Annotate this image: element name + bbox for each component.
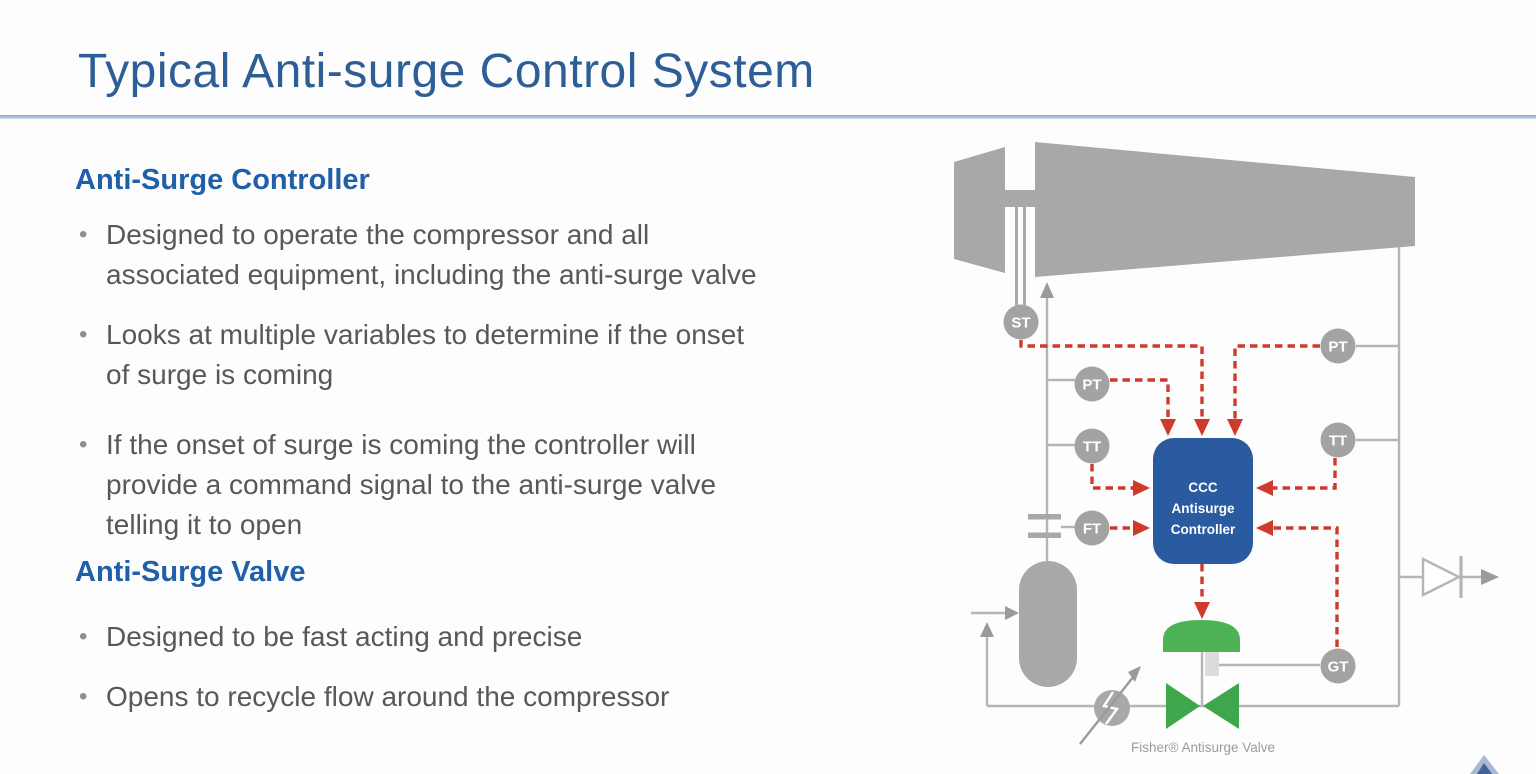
sensor-tt-discharge-label: TT — [1329, 433, 1347, 450]
antisurge-valve — [1163, 620, 1240, 729]
controller-label-line1: CCC — [1188, 480, 1217, 495]
slide-title: Typical Anti-surge Control System — [78, 45, 815, 98]
sensor-st-label: ST — [1011, 315, 1030, 332]
controller-label-line2: Antisurge — [1171, 501, 1234, 516]
logo-fragment — [1470, 755, 1499, 774]
st-signal — [1019, 340, 1204, 419]
valve-body-right — [1203, 683, 1239, 729]
section-heading-valve: Anti-Surge Valve — [75, 556, 306, 588]
outlet-arrow — [1481, 569, 1499, 585]
gt-signal — [1273, 526, 1339, 647]
valve-actuator-dome — [1163, 620, 1240, 652]
valve-positioner — [1205, 652, 1219, 676]
controller-label-line3: Controller — [1171, 522, 1236, 537]
bullet-valve-1: Designed to be fast acting and precise — [75, 617, 835, 657]
sensor-pt-discharge-label: PT — [1328, 339, 1347, 356]
tt-discharge-signal — [1273, 458, 1337, 490]
coupling-shape — [1005, 190, 1035, 207]
pt-discharge-signal — [1233, 344, 1320, 419]
check-valve — [1421, 556, 1463, 598]
bullet-controller-1: Designed to operate the compressor and a… — [75, 215, 835, 295]
recycle-up-arrow — [980, 622, 994, 637]
sensor-tt-suction-label: TT — [1083, 439, 1101, 456]
section-heading-controller: Anti-Surge Controller — [75, 164, 370, 196]
sensor-pt-suction-label: PT — [1082, 377, 1101, 394]
pt-suction-signal — [1110, 378, 1170, 419]
suction-drum — [1019, 561, 1077, 687]
compressor-shape — [1035, 142, 1415, 277]
sensor-gt-label: GT — [1328, 659, 1349, 676]
suction-up-arrow — [1040, 282, 1054, 298]
sensor-ft-label: FT — [1083, 521, 1101, 538]
title-divider — [0, 115, 1536, 119]
sensor-tt-suction: TT — [1074, 428, 1110, 464]
sensors: ST PT TT FT PT TT — [1003, 304, 1356, 684]
sensor-pt-discharge: PT — [1320, 328, 1356, 364]
valve-body-left — [1166, 683, 1200, 729]
tt-suction-signal — [1090, 464, 1133, 490]
sensor-gt: GT — [1320, 648, 1356, 684]
bullet-controller-2: Looks at multiple variables to determine… — [75, 315, 835, 395]
bullet-valve-2: Opens to recycle flow around the compres… — [75, 677, 835, 717]
bullet-controller-3: If the onset of surge is coming the cont… — [75, 425, 835, 545]
signal-arrowheads — [1133, 419, 1273, 619]
recycle-instrument — [1079, 666, 1141, 745]
compressor-train — [954, 142, 1415, 305]
sensor-st: ST — [1003, 304, 1039, 340]
antisurge-system-diagram: CCC Antisurge Controller ST PT TT FT — [954, 142, 1499, 774]
signal-lines — [1019, 340, 1339, 647]
inlet-arrow — [1005, 606, 1019, 620]
orifice-plate — [1028, 514, 1061, 538]
antisurge-controller: CCC Antisurge Controller — [1153, 438, 1253, 564]
sensor-pt-suction: PT — [1074, 366, 1110, 402]
driver-shape — [954, 147, 1005, 273]
sensor-tt-discharge: TT — [1320, 422, 1356, 458]
adjust-arrow — [1128, 666, 1141, 682]
valve-caption: Fisher® Antisurge Valve — [1131, 740, 1275, 755]
sensor-ft: FT — [1074, 510, 1110, 546]
flow-arrows — [980, 282, 1499, 637]
